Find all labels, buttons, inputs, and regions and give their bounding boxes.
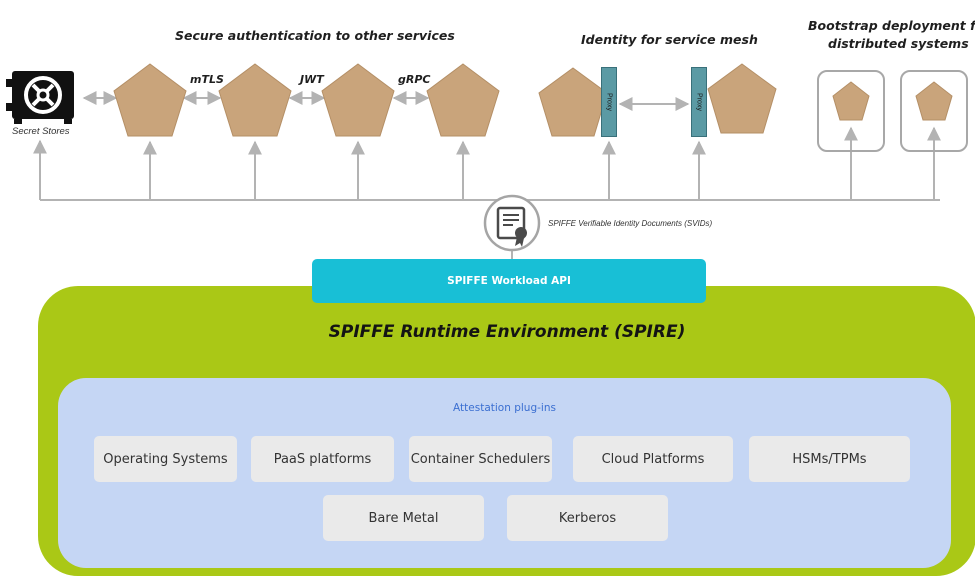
proxy-sidecar: Proxy: [691, 67, 707, 137]
plugin-paas-platforms: PaaS platforms: [251, 436, 394, 482]
safe-icon: [6, 71, 74, 124]
svid-label: SPIFFE Verifiable Identity Documents (SV…: [548, 219, 713, 228]
proxy-label: Proxy: [605, 93, 613, 111]
workload-pentagon: [218, 63, 292, 137]
workload-pentagon: [538, 67, 608, 137]
bootstrap-node-box: [817, 70, 885, 152]
edge-label-jwt: JWT: [300, 73, 324, 86]
plugin-hsms-tpms: HSMs/TPMs: [749, 436, 910, 482]
plugin-operating-systems: Operating Systems: [94, 436, 237, 482]
plugin-bare-metal: Bare Metal: [323, 495, 484, 541]
certificate-icon: [483, 194, 541, 252]
workload-pentagon: [915, 81, 953, 121]
heading-secure-auth: Secure authentication to other services: [175, 28, 455, 43]
plugin-cloud-platforms: Cloud Platforms: [573, 436, 733, 482]
workload-pentagon: [832, 81, 870, 121]
workload-pentagon: [113, 63, 187, 137]
connector-layer: [6, 63, 953, 260]
workload-pentagon: [426, 63, 500, 137]
proxy-sidecar: Proxy: [601, 67, 617, 137]
secret-stores-label: Secret Stores: [12, 126, 70, 137]
edge-label-mtls: mTLS: [190, 73, 224, 86]
workload-pentagon: [321, 63, 395, 137]
plugin-container-schedulers: Container Schedulers: [409, 436, 552, 482]
bootstrap-node-box: [900, 70, 968, 152]
heading-identity-mesh: Identity for service mesh: [581, 32, 758, 47]
heading-bootstrap-line1: Bootstrap deployment for: [808, 18, 975, 33]
spire-title: SPIFFE Runtime Environment (SPIRE): [328, 322, 686, 342]
workload-pentagon: [707, 63, 777, 134]
proxy-label: Proxy: [695, 93, 703, 111]
edge-label-grpc: gRPC: [398, 73, 431, 86]
heading-bootstrap-line2: distributed systems: [828, 36, 969, 51]
workload-api-bar: SPIFFE Workload API: [312, 259, 706, 303]
attestation-title: Attestation plug-ins: [453, 402, 556, 414]
plugin-kerberos: Kerberos: [507, 495, 668, 541]
